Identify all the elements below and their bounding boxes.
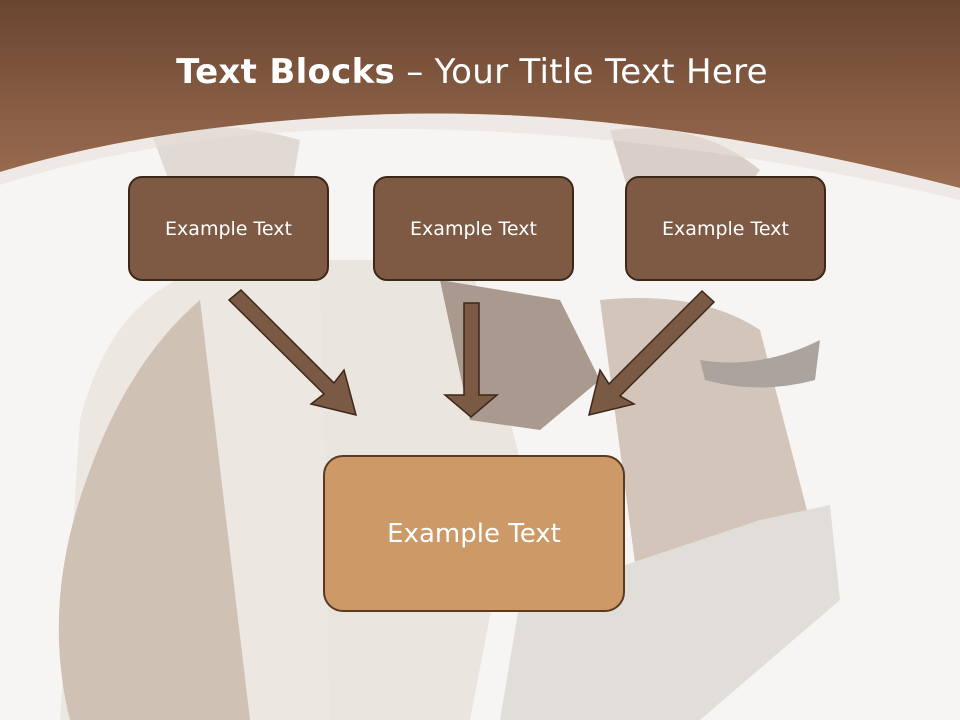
title-rest-part: – Your Title Text Here <box>395 52 768 92</box>
text-block-3-label: Example Text <box>662 217 789 240</box>
arrow-down <box>442 302 500 418</box>
text-block-1-label: Example Text <box>165 217 292 240</box>
arrow-right-down-left <box>587 289 716 417</box>
text-block-1[interactable]: Example Text <box>128 176 329 281</box>
header-light-swoosh <box>0 113 960 200</box>
text-block-3[interactable]: Example Text <box>625 176 826 281</box>
main-text-block-label: Example Text <box>387 518 561 549</box>
header-band <box>0 0 960 188</box>
title-bold-part: Text Blocks <box>176 52 396 92</box>
text-block-2[interactable]: Example Text <box>373 176 574 281</box>
slide-title: Text Blocks – Your Title Text Here <box>0 52 944 92</box>
text-block-2-label: Example Text <box>410 217 537 240</box>
arrow-left-down-right <box>227 288 358 417</box>
main-text-block[interactable]: Example Text <box>323 455 625 612</box>
